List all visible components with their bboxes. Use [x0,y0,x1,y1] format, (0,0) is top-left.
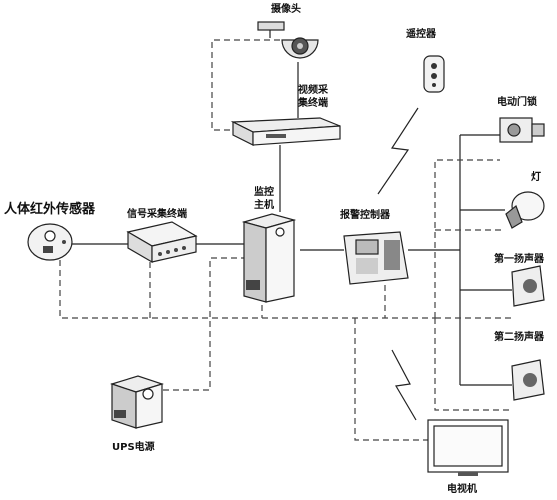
remote-label: 遥控器 [406,29,436,40]
camera-label: 摄像头 [271,4,301,15]
remote-control-icon [423,55,445,93]
video-terminal-label-line2: 集终端 [298,98,328,109]
alarm-controller-icon [343,231,409,285]
ups-icon [110,375,164,429]
pir-sensor-label: 人体红外传感器 [4,202,96,217]
tv-label: 电视机 [447,484,477,495]
ups-label: UPS电源 [112,442,155,453]
wireless-signal-icon [391,349,417,421]
signal-terminal-label: 信号采集终端 [127,209,187,220]
solid-connections [72,62,512,386]
tv-icon [427,419,509,476]
door-lock-icon [499,117,545,143]
speaker-1-icon [511,265,545,307]
host-label-line1: 监控 [254,187,274,198]
speaker-2-label: 第二扬声器 [494,332,544,343]
camera-icon [257,21,319,59]
dashed-power-lines [59,39,512,441]
monitoring-host-icon [241,213,297,303]
alarm-controller-label: 报警控制器 [340,210,390,221]
lamp-label: 灯 [531,172,541,183]
host-label-line2: 主机 [254,200,274,211]
pir-sensor-icon [27,223,73,261]
speaker-1-label: 第一扬声器 [494,254,544,265]
speaker-2-icon [511,359,545,401]
wireless-signal-icon [377,107,419,195]
lamp-icon [505,191,545,229]
signal-terminal-icon [126,221,198,264]
door-lock-label: 电动门锁 [497,97,537,108]
video-terminal-icon [230,117,341,146]
video-terminal-label-line1: 视频采 [298,85,328,96]
